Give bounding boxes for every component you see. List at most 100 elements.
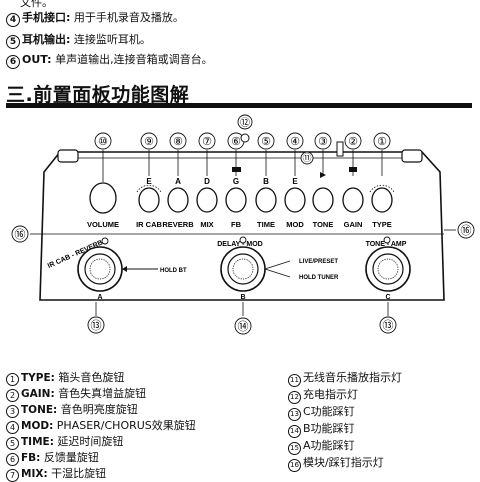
number-badge: 7 — [6, 469, 19, 482]
callout-11-label: ⑪ — [302, 153, 311, 163]
knob-label-ir-cab: IR CAB — [136, 220, 162, 229]
type-knob[interactable] — [369, 184, 395, 213]
callout-bottom-a — [87, 316, 105, 334]
callout-5-label: ⑤ — [261, 136, 271, 148]
section-title: 三.前置面板功能图解 — [6, 84, 190, 106]
continuation-text: 文件。 — [20, 0, 53, 9]
number-badge: 3 — [6, 405, 19, 418]
knob-letter: E — [292, 177, 298, 186]
fs-led-left — [101, 237, 109, 245]
left-corner-jack — [57, 149, 79, 163]
hold-tuner-label: HOLD TUNER — [299, 275, 339, 281]
live-preset-arrow — [264, 260, 291, 270]
gain-knob[interactable] — [342, 187, 364, 213]
footswitch-b[interactable] — [220, 246, 266, 292]
knob-letter: G — [233, 177, 239, 186]
callout-6-label: ⑥ — [231, 136, 241, 148]
ir-cab-knob[interactable] — [136, 184, 162, 213]
footswitch-c[interactable] — [365, 246, 411, 292]
callout-7 — [198, 132, 216, 150]
fs-letter-c: C — [385, 294, 390, 301]
number-badge: 12 — [288, 391, 301, 404]
knob-label-tone: TONE — [313, 220, 334, 229]
callout-1-label: ① — [377, 136, 387, 148]
callout-8 — [169, 132, 187, 150]
front-panel-diagram: ⑩ ⑨ ⑧ ⑦ ⑥ ⑫ ⑤ ④ ③ ② ① ⑪ E A D G B E — [11, 114, 475, 335]
number-badge: 5 — [6, 35, 20, 49]
number-badge: 16 — [288, 459, 301, 472]
callout-12 — [237, 114, 253, 130]
section-rule — [6, 103, 472, 108]
number-badge: 4 — [6, 421, 19, 434]
callout-5 — [257, 132, 275, 150]
number-badge: 1 — [6, 373, 19, 386]
reverb-knob[interactable] — [167, 187, 189, 213]
callout-10-label: ⑩ — [98, 136, 108, 148]
live-preset-label: LIVE/PRESET — [299, 259, 338, 265]
hold-tuner-arrow — [264, 268, 291, 278]
knob-label-mod: MOD — [286, 220, 304, 229]
knob-label-mix: MIX — [200, 220, 213, 229]
mod-knob[interactable] — [284, 187, 306, 213]
callout-bottom-b-label: ⑭ — [238, 320, 249, 333]
number-badge: 2 — [6, 389, 19, 402]
number-badge: 14 — [288, 425, 301, 438]
callout-16-left-label: ⑯ — [15, 228, 26, 241]
number-badge: 15 — [288, 442, 301, 455]
footswitch-a[interactable] — [77, 246, 123, 292]
knob-letter: D — [204, 177, 210, 186]
volume-knob[interactable] — [89, 182, 117, 214]
callout-2-label: ② — [348, 136, 358, 148]
mix-knob[interactable] — [196, 187, 218, 213]
number-badge: 6 — [6, 55, 20, 69]
knob-letter: A — [175, 177, 181, 186]
callout-bottom-c — [379, 316, 397, 334]
callout-9-label: ⑨ — [144, 136, 154, 148]
number-badge: 13 — [288, 408, 301, 421]
knob-label-gain: GAIN — [344, 220, 363, 229]
fs-letter-b: B — [240, 294, 245, 301]
callout-10 — [94, 132, 112, 150]
fb-knob[interactable] — [225, 187, 247, 213]
fs-label-mid: DELAY - MOD — [217, 241, 263, 248]
fs-letter-a: A — [97, 294, 102, 301]
time-knob[interactable] — [255, 187, 277, 213]
callout-bottom-a-label: ⑬ — [91, 319, 102, 332]
right-corner-jack — [401, 149, 423, 163]
callout-4 — [286, 132, 304, 150]
callout-9 — [140, 132, 158, 150]
knob-label-type: TYPE — [372, 220, 392, 229]
callout-4-label: ④ — [290, 136, 300, 148]
hold-bt-label: HOLD BT — [160, 268, 187, 274]
type-indicator — [349, 167, 357, 172]
callout-11 — [300, 151, 314, 165]
callout-3 — [314, 132, 332, 150]
callout-16-right-label: ⑯ — [461, 224, 472, 237]
bottom-leaders — [95, 302, 389, 316]
callout-7-label: ⑦ — [202, 136, 212, 148]
number-badge: 4 — [6, 13, 20, 27]
callout-12-label: ⑫ — [240, 117, 250, 129]
callout-3-label: ③ — [318, 136, 328, 148]
number-badge: 11 — [288, 374, 301, 387]
fs-led-mid — [239, 236, 247, 244]
callout-2 — [344, 132, 362, 150]
tone-knob[interactable] — [312, 187, 334, 213]
fs-led-right — [383, 236, 391, 244]
phone-jack — [336, 141, 344, 157]
